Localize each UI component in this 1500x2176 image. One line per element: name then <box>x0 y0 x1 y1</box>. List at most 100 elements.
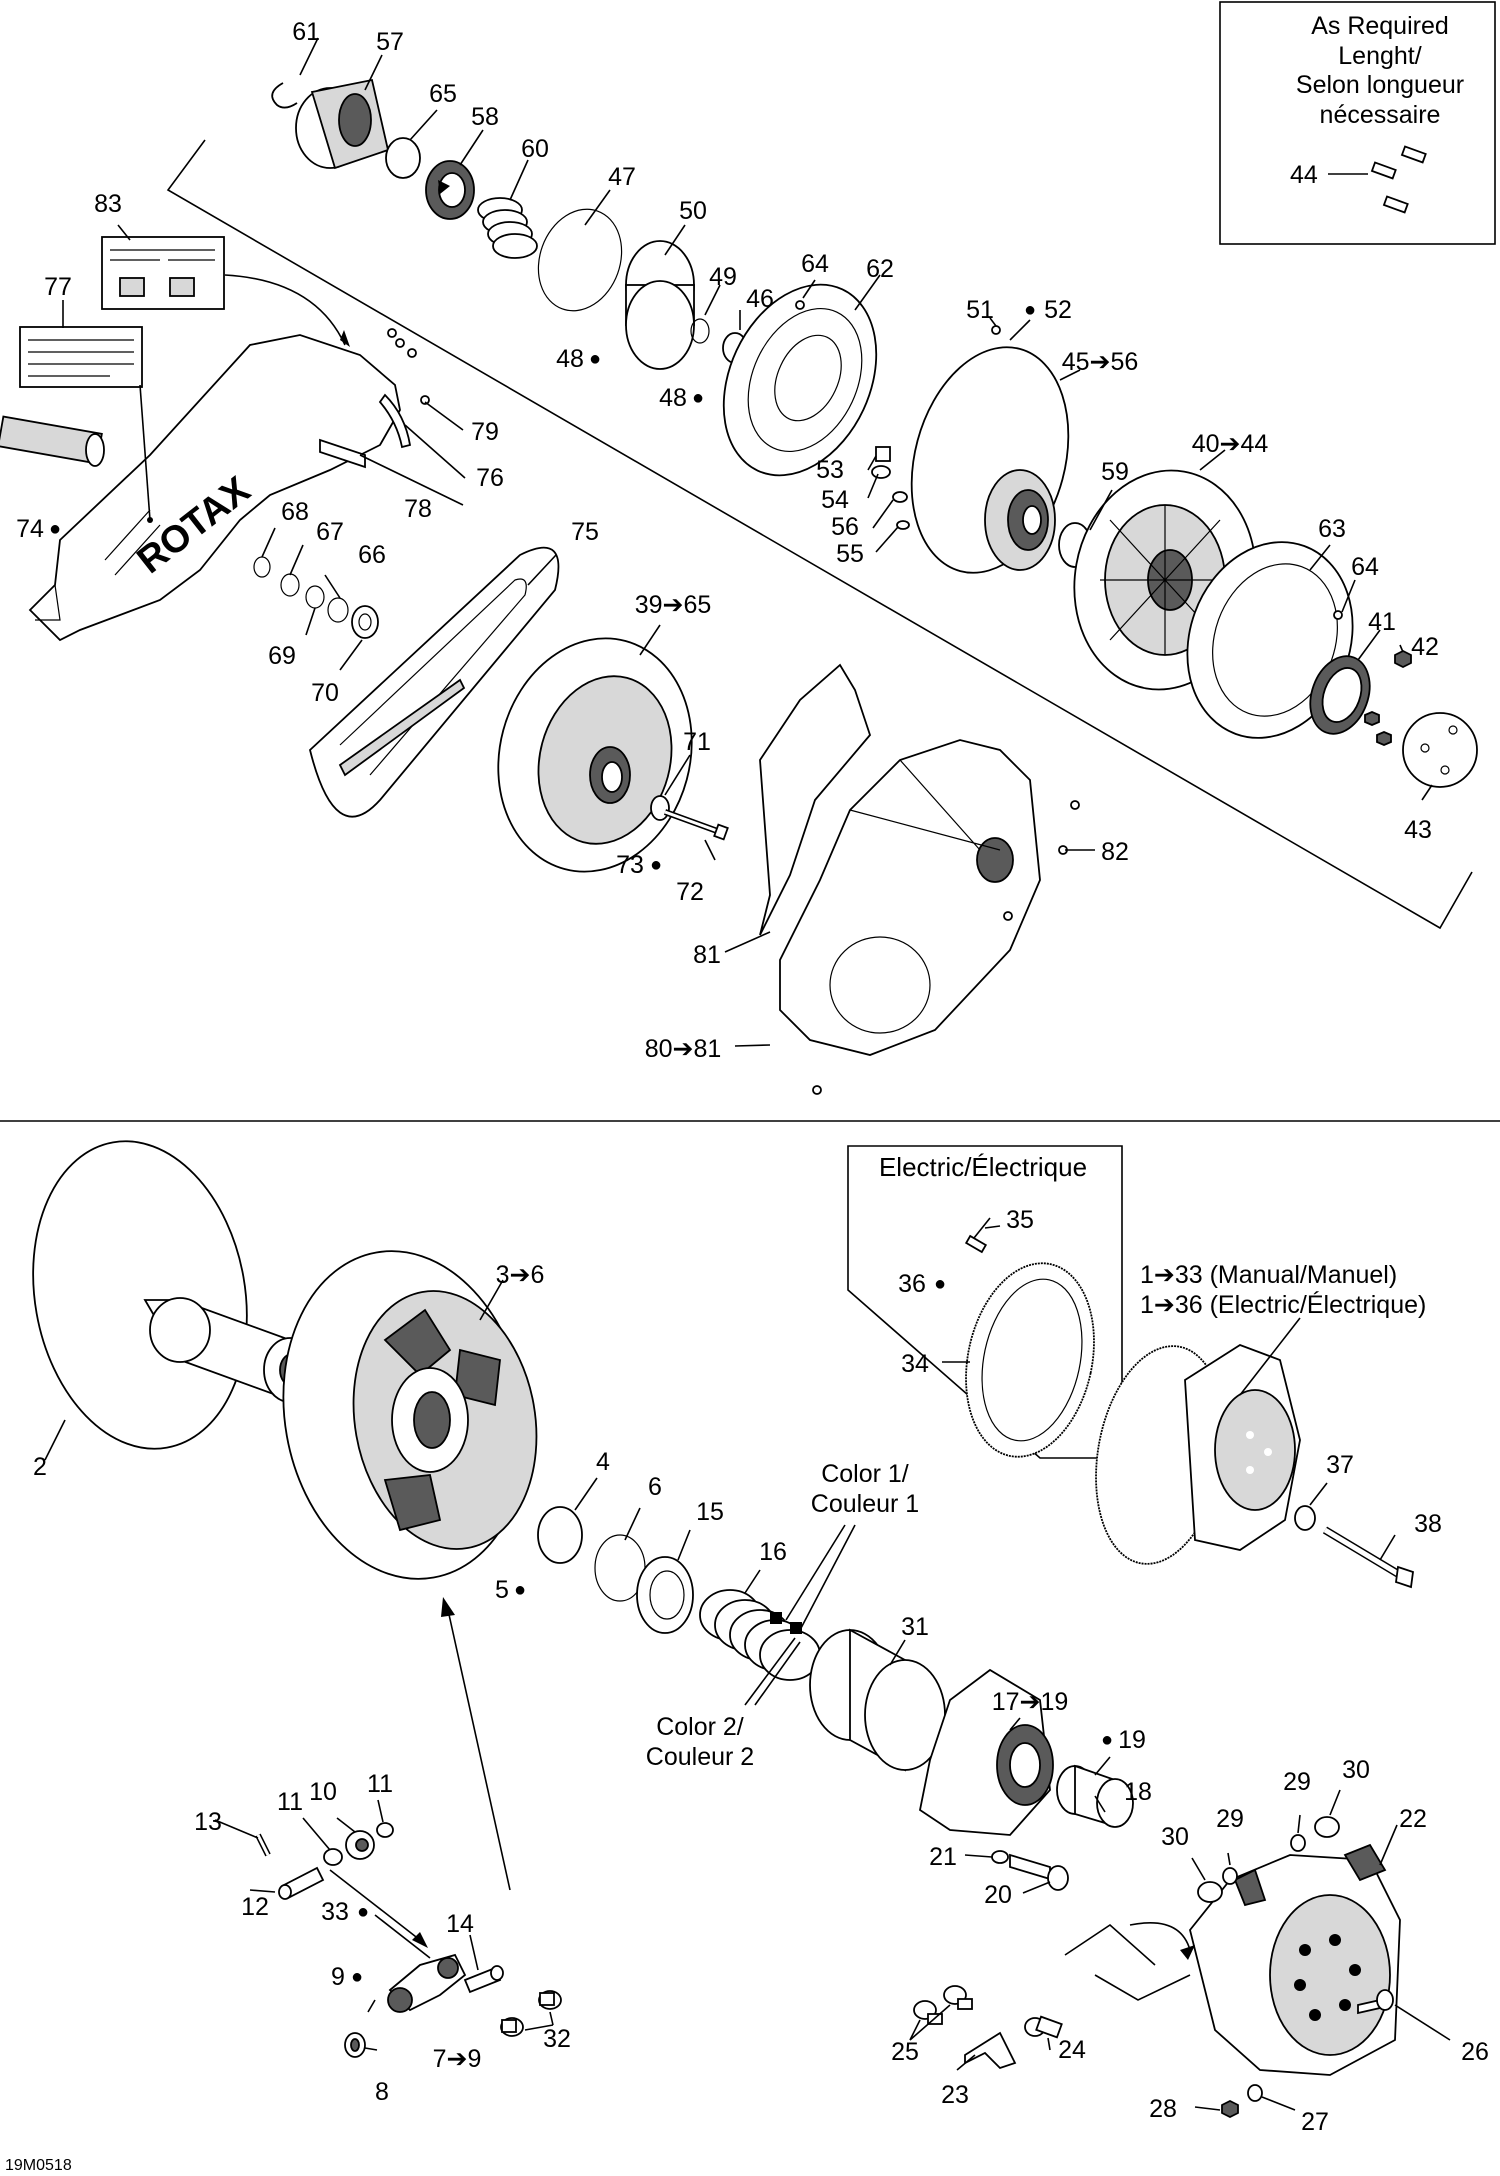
part-label-16: 16 <box>759 1538 787 1566</box>
nut-42 <box>1394 649 1412 669</box>
color1-line2: Couleur 1 <box>811 1490 919 1518</box>
part-label-34: 34 <box>901 1350 929 1378</box>
screws-25 <box>913 1985 973 2025</box>
part-label-11b: 11 <box>367 1770 393 1798</box>
sleeve-50 <box>625 240 695 370</box>
washer-21 <box>991 1850 1009 1864</box>
part-label-13: 13 <box>194 1808 222 1836</box>
part-labels-top: 61 57 65 58 60 47 50 49 46 48 ● 48 ● 64 … <box>16 18 1439 1063</box>
washer-11b <box>376 1822 394 1838</box>
washer-68 <box>253 556 271 578</box>
part-label-52: 52 <box>1044 296 1072 324</box>
bolt-72 <box>663 809 729 841</box>
bushing-18 <box>1056 1764 1134 1828</box>
bolt-26 <box>1357 1989 1394 2015</box>
color2-line2: Couleur 2 <box>646 1743 754 1771</box>
part-label-83: 83 <box>94 190 122 218</box>
drop-symbol-9: ● <box>351 1966 363 1988</box>
part-label-18: 18 <box>1124 1778 1152 1806</box>
part-label-42: 42 <box>1411 633 1439 661</box>
part-label-62: 62 <box>866 255 894 283</box>
part-label-64b: 64 <box>1351 553 1379 581</box>
part-label-4: 4 <box>596 1448 610 1476</box>
part-label-38: 38 <box>1414 1510 1442 1538</box>
diagram-code: 19M0518 <box>5 2157 72 2174</box>
part-label-14: 14 <box>446 1910 474 1938</box>
screw-64 <box>795 300 805 310</box>
washer-11a <box>323 1848 343 1866</box>
part-label-8: 8 <box>375 2078 389 2106</box>
ring-gear-34 <box>965 1262 1095 1458</box>
rubber-30a <box>1197 1881 1223 1903</box>
part-label-65a: 65 <box>429 80 457 108</box>
part-label-44: 44 <box>1290 161 1318 189</box>
circlip-61 <box>271 82 298 109</box>
belt-75 <box>308 546 560 818</box>
cable-74 <box>0 415 105 467</box>
disk-43 <box>1402 712 1478 788</box>
hardware-53-56 <box>871 446 910 530</box>
part-label-6: 6 <box>648 1473 662 1501</box>
part-label-70: 70 <box>311 679 339 707</box>
bolt-38 <box>1322 1526 1414 1589</box>
range-label-40-44: 40➔44 <box>1192 430 1269 458</box>
washer-66 <box>327 597 349 623</box>
part-label-75: 75 <box>571 518 599 546</box>
part-label-64a: 64 <box>801 250 829 278</box>
as-required-box <box>1219 1 1496 245</box>
part-label-68: 68 <box>281 498 309 526</box>
strip-81 <box>759 663 872 936</box>
range-label-45-56: 45➔56 <box>1062 348 1139 376</box>
driven-pulley-39-65 <box>497 637 693 873</box>
sleeve-31 <box>809 1628 946 1772</box>
cam-17-19 <box>918 1668 1054 1836</box>
part-label-67: 67 <box>316 518 344 546</box>
clip-76 <box>378 393 412 449</box>
part-label-24: 24 <box>1058 2036 1086 2064</box>
part-label-51: 51 <box>966 296 994 324</box>
part-label-49: 49 <box>709 263 737 291</box>
leader-lines-top <box>62 37 1433 1047</box>
washer-69 <box>305 585 325 609</box>
range-label-1-33: 1➔33 (Manual/Manuel) <box>1140 1261 1397 1289</box>
part-label-15: 15 <box>696 1498 724 1526</box>
part-label-71: 71 <box>683 728 711 756</box>
color1-line1: Color 1/ <box>821 1460 909 1488</box>
drop-symbol-33: ● <box>357 1901 369 1923</box>
ring-65 <box>385 137 421 179</box>
part-label-21: 21 <box>929 1843 957 1871</box>
drive-assembly-1-33 <box>1095 1343 1301 1565</box>
range-label-1-36: 1➔36 (Electric/Électrique) <box>1140 1290 1426 1319</box>
bushing-8 <box>344 2032 366 2058</box>
screw-icons-44 <box>1370 145 1427 214</box>
part-label-56: 56 <box>831 513 859 541</box>
washer-37 <box>1294 1505 1316 1531</box>
washer-15 <box>636 1556 694 1634</box>
part-label-46: 46 <box>746 285 774 313</box>
spring-cap-57 <box>295 78 390 170</box>
washer-27 <box>1247 2084 1263 2102</box>
spring-60 <box>477 197 538 259</box>
part-label-77: 77 <box>44 273 72 301</box>
part-label-63: 63 <box>1318 515 1346 543</box>
part-label-31: 31 <box>901 1613 929 1641</box>
range-label-80-81: 80➔81 <box>645 1035 722 1063</box>
drop-symbol-36: ● <box>934 1273 946 1295</box>
part-label-11a: 11 <box>277 1788 303 1816</box>
decal-83 <box>101 236 225 310</box>
as-required-line2: Lenght/ <box>1338 42 1421 70</box>
as-required-line1: As Required <box>1311 12 1449 40</box>
part-label-35: 35 <box>1006 1206 1034 1234</box>
part-label-59: 59 <box>1101 458 1129 486</box>
part-label-28: 28 <box>1149 2095 1177 2123</box>
weight-7-9 <box>387 1953 467 2013</box>
drop-symbol-74: ● <box>49 518 61 540</box>
part-label-29a: 29 <box>1216 1805 1244 1833</box>
part-label-30a: 30 <box>1161 1823 1189 1851</box>
part-label-20: 20 <box>984 1881 1012 1909</box>
part-label-12: 12 <box>241 1893 269 1921</box>
ring-47 <box>537 208 623 312</box>
part-label-26: 26 <box>1461 2038 1489 2066</box>
hardware-79 <box>387 328 430 405</box>
range-label-3-6: 3➔6 <box>496 1261 545 1289</box>
